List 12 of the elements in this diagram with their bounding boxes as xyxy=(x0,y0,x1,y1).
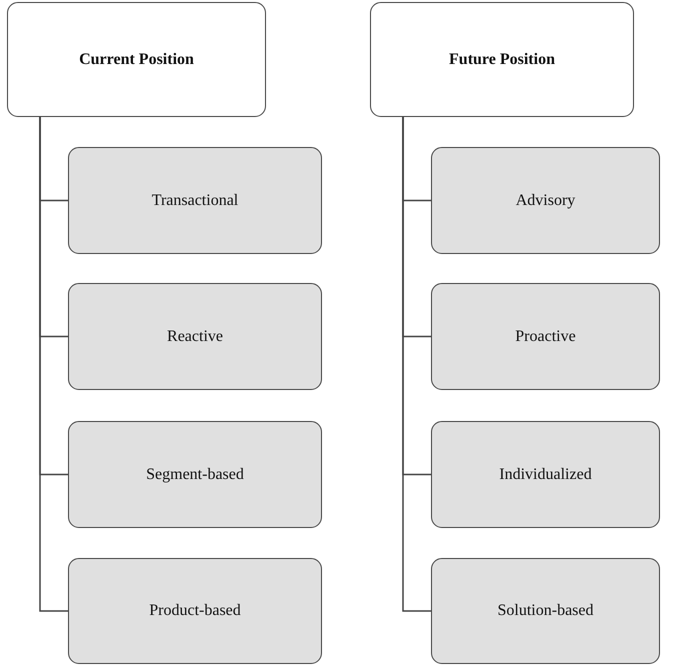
connector-line xyxy=(39,117,68,612)
category-box: Proactive xyxy=(431,283,660,390)
connector-line xyxy=(402,117,431,612)
category-box: Individualized xyxy=(431,421,660,528)
header-box: Current Position xyxy=(7,2,266,117)
category-box: Solution-based xyxy=(431,558,660,664)
category-box: Advisory xyxy=(431,147,660,254)
category-box: Product-based xyxy=(68,558,322,664)
category-box: Reactive xyxy=(68,283,322,390)
header-box: Future Position xyxy=(370,2,634,117)
category-box: Segment-based xyxy=(68,421,322,528)
category-box: Transactional xyxy=(68,147,322,254)
